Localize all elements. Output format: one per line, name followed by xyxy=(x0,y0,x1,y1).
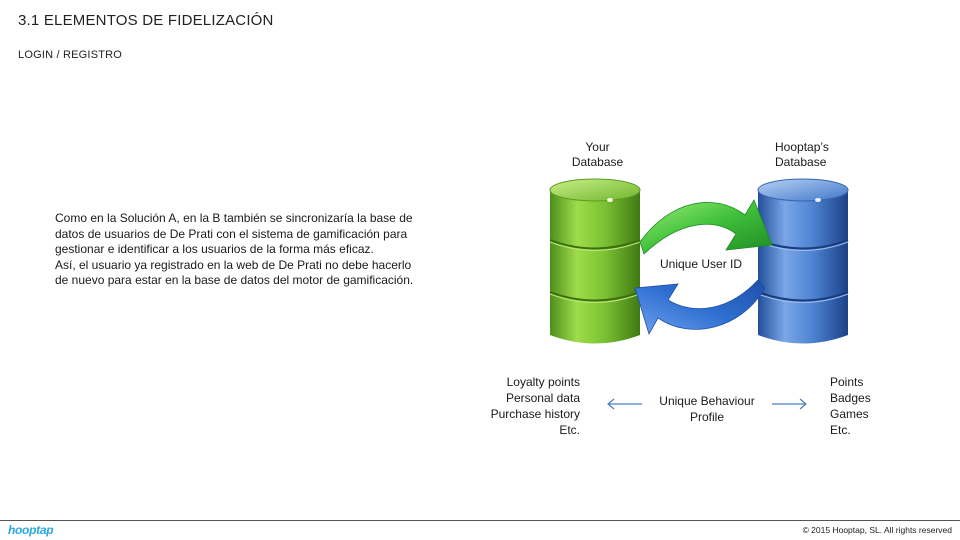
left-small-arrow-icon xyxy=(607,398,642,410)
body-paragraph-1: Como en la Solución A, en la B también s… xyxy=(55,211,413,257)
right-data-list: Points Badges Games Etc. xyxy=(830,374,930,438)
left-list-item: Etc. xyxy=(559,423,580,437)
right-db-label-line-2: Database xyxy=(775,155,827,169)
left-data-list: Loyalty points Personal data Purchase hi… xyxy=(440,374,580,438)
right-db-label: Hooptap’s Database xyxy=(775,140,875,170)
right-list-item: Games xyxy=(830,407,869,421)
left-db-label-line-1: Your xyxy=(585,140,610,154)
left-list-item: Purchase history xyxy=(490,407,580,421)
right-small-arrow-icon xyxy=(772,398,807,410)
unique-user-id-label: Unique User ID xyxy=(660,257,743,271)
right-database-icon xyxy=(757,178,849,344)
green-sync-arrow-icon xyxy=(639,199,773,255)
right-list-item: Etc. xyxy=(830,423,851,437)
body-text: Como en la Solución A, en la B también s… xyxy=(55,211,425,289)
right-list-item: Points xyxy=(830,375,864,389)
right-db-label-line-1: Hooptap’s xyxy=(775,140,829,154)
right-list-item: Badges xyxy=(830,391,871,405)
database-sync-diagram xyxy=(549,178,849,344)
body-paragraph-2: Así, el usuario ya registrado en la web … xyxy=(55,257,414,288)
left-database-icon xyxy=(549,178,641,344)
hooptap-logo: hooptap xyxy=(8,523,54,537)
footer-divider xyxy=(0,520,960,521)
page-subtitle: LOGIN / REGISTRO xyxy=(18,49,123,61)
unique-behaviour-profile-label: Unique Behaviour Profile xyxy=(648,394,766,425)
page-title: 3.1 ELEMENTOS DE FIDELIZACIÓN xyxy=(18,12,274,29)
left-db-label-line-2: Database xyxy=(571,155,624,169)
left-list-item: Loyalty points xyxy=(506,375,580,389)
left-db-label: Your Database xyxy=(540,140,655,170)
ubp-line-2: Profile xyxy=(689,409,724,424)
blue-sync-arrow-icon xyxy=(634,279,766,336)
left-list-item: Personal data xyxy=(505,391,580,405)
ubp-line-1: Unique Behaviour xyxy=(659,394,755,408)
copyright-text: © 2015 Hooptap, SL. All rights reserved xyxy=(802,525,952,535)
